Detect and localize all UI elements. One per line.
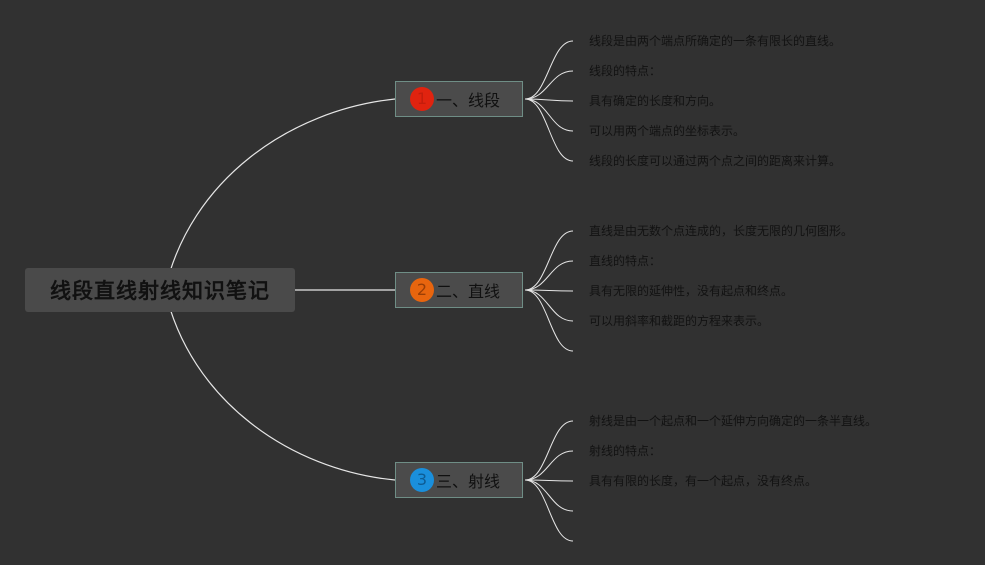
leaf-connector — [524, 479, 574, 482]
topic-label: 一、线段 — [436, 91, 501, 110]
topic-segment[interactable]: 1 一、线段 — [395, 81, 523, 117]
leaf-connector — [524, 420, 574, 481]
note-item[interactable]: 可以用斜率和截距的方程来表示。 — [589, 314, 770, 328]
note-item[interactable]: 线段的特点： — [589, 64, 662, 78]
note-item[interactable]: 具有确定的长度和方向。 — [589, 94, 722, 108]
leaf-connector — [524, 70, 574, 100]
note-item[interactable]: 线段是由两个端点所确定的一条有限长的直线。 — [589, 34, 842, 48]
central-topic[interactable]: 线段直线射线知识笔记 — [25, 268, 295, 312]
leaf-connector — [524, 40, 574, 100]
leaf-connector — [524, 230, 574, 291]
leaf-connector — [524, 98, 574, 162]
topic-line[interactable]: 2 二、直线 — [395, 272, 523, 308]
note-item[interactable]: 射线是由一个起点和一个延伸方向确定的一条半直线。 — [589, 414, 878, 428]
leaf-connector — [524, 98, 574, 102]
root-to-topic-3-connector — [164, 289, 396, 481]
leaf-connector — [524, 289, 574, 352]
note-item[interactable]: 直线是由无数个点连成的，长度无限的几何图形。 — [589, 224, 854, 238]
leaf-connector — [524, 260, 574, 291]
note-item[interactable]: 具有有限的长度，有一个起点，没有终点。 — [589, 474, 818, 488]
note-item[interactable]: 射线的特点： — [589, 444, 662, 458]
leaf-connector — [524, 289, 574, 292]
topic-label: 二、直线 — [436, 282, 501, 301]
number-3-icon: 3 — [410, 468, 434, 492]
leaf-connector — [524, 479, 574, 512]
note-item[interactable]: 直线的特点： — [589, 254, 662, 268]
leaf-connector — [524, 479, 574, 542]
note-item[interactable]: 具有无限的延伸性，没有起点和终点。 — [589, 284, 794, 298]
leaf-connector — [524, 98, 574, 132]
note-item[interactable]: 线段的长度可以通过两个点之间的距离来计算。 — [589, 154, 842, 168]
leaf-connector — [524, 289, 574, 322]
topic-ray[interactable]: 3 三、射线 — [395, 462, 523, 498]
leaf-connector — [524, 450, 574, 481]
root-to-topic-1-connector — [164, 98, 396, 291]
topic-label: 三、射线 — [436, 472, 501, 491]
note-item[interactable]: 可以用两个端点的坐标表示。 — [589, 124, 746, 138]
number-1-icon: 1 — [410, 87, 434, 111]
central-topic-title: 线段直线射线知识笔记 — [50, 279, 270, 303]
number-2-icon: 2 — [410, 278, 434, 302]
